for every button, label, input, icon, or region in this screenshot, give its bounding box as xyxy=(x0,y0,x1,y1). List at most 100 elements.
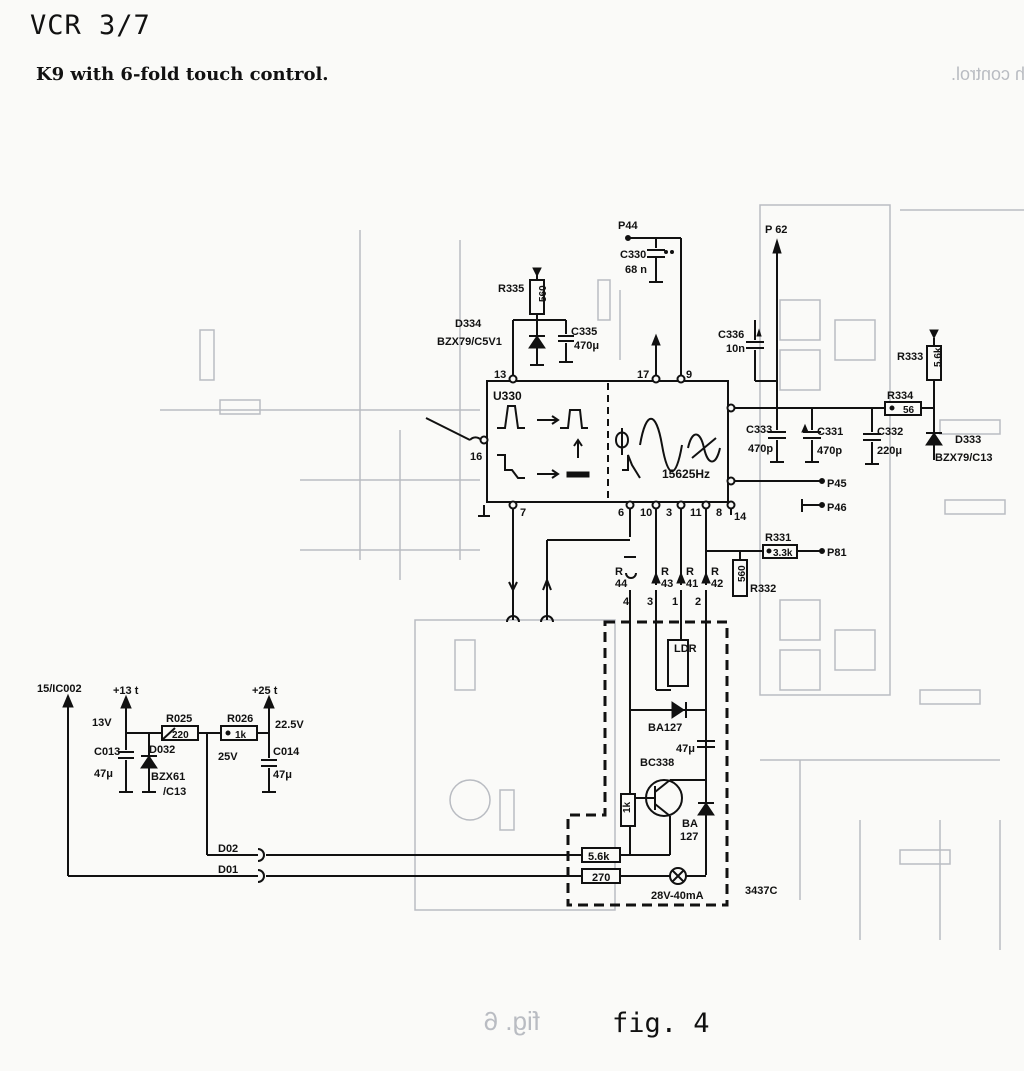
v25t-label: +25 t xyxy=(252,685,278,697)
c330-label: C330 xyxy=(620,249,646,261)
pin-6: 6 xyxy=(618,507,624,519)
c47-label: 47μ xyxy=(676,743,695,755)
c13-label: /C13 xyxy=(163,786,186,798)
ba127a-label: BA127 xyxy=(648,722,682,734)
r44-label: R xyxy=(615,566,623,578)
switch-4: 4 xyxy=(623,596,630,608)
r332-value: 560 xyxy=(737,565,748,582)
power-supply-network: 15/IC002 D01 +13 t 13V 220 R025 1k R026 … xyxy=(37,683,582,883)
pin-16: 16 xyxy=(470,451,482,463)
ldr-label: LDR xyxy=(674,643,697,655)
touch-board-3437c: LDR BA127 47μ BC338 BA 127 1k 5.6k 270 2… xyxy=(566,610,777,907)
c332-label: C332 xyxy=(877,426,903,438)
p62-c336-network: P 62 C336 10n xyxy=(718,224,787,408)
r334-value: 56 xyxy=(903,405,915,416)
p44-label: P44 xyxy=(618,220,638,232)
c336-value: 10n xyxy=(726,343,745,355)
c336-label: C336 xyxy=(718,329,744,341)
v225-label: 22.5V xyxy=(275,719,304,731)
mirror-text: h control. xyxy=(951,64,1024,84)
switch-3: 3 xyxy=(647,596,653,608)
ic-name: U330 xyxy=(493,389,522,403)
d333-type: BZX79/C13 xyxy=(935,452,992,464)
switch-2: 2 xyxy=(695,596,701,608)
mirror-figure: fig. 6 xyxy=(484,1006,540,1036)
p45-p46-p81-network: P45 P46 3.3k R331 P81 560 R332 xyxy=(706,478,847,597)
r026-label: R026 xyxy=(227,713,253,725)
r026-value: 1k xyxy=(235,730,247,741)
ic002-label: 15/IC002 xyxy=(37,683,82,695)
r335-value: 560 xyxy=(538,285,549,302)
r42-label: R xyxy=(711,566,719,578)
r025-label: R025 xyxy=(166,713,192,725)
pin-13: 13 xyxy=(494,369,506,381)
c331-value: 470p xyxy=(817,445,842,457)
c333-value: 470p xyxy=(748,443,773,455)
c335-label: C335 xyxy=(571,326,597,338)
ic-u330: U330 15625Hz 13 17 9 16 7 xyxy=(425,238,885,620)
c331-label: C331 xyxy=(817,426,843,438)
lamp-label: 28V-40mA xyxy=(651,890,704,902)
v13t-label: +13 t xyxy=(113,685,139,697)
r1k-label: 1k xyxy=(622,801,633,813)
c332-value: 220μ xyxy=(877,445,902,457)
r331-label: R331 xyxy=(765,532,791,544)
r332-label: R332 xyxy=(750,583,776,595)
pin-9: 9 xyxy=(686,369,692,381)
pin-17: 17 xyxy=(637,369,649,381)
r44-num: 44 xyxy=(615,578,628,590)
pin-10: 10 xyxy=(640,507,652,519)
r333-label: R333 xyxy=(897,351,923,363)
d01-label: D01 xyxy=(218,864,238,876)
r333-d333-network: 5.6k R333 D333 BZX79/C13 xyxy=(897,329,992,464)
d334-label: D334 xyxy=(455,318,482,330)
ba127b-label: BA xyxy=(682,818,698,830)
pin-14: 14 xyxy=(734,511,747,523)
pin-7: 7 xyxy=(520,507,526,519)
d334-type: BZX79/C5V1 xyxy=(437,336,502,348)
r334-label: R334 xyxy=(887,390,914,402)
p62-label: P 62 xyxy=(765,224,787,236)
v25-label: 25V xyxy=(218,751,238,763)
r41-label: R xyxy=(686,566,694,578)
r42-num: 42 xyxy=(711,578,723,590)
pin-3: 3 xyxy=(666,507,672,519)
r56k-label: 5.6k xyxy=(588,851,610,863)
d02-label: D02 xyxy=(218,843,238,855)
sine-symbol xyxy=(639,417,683,472)
c330-value: 68 n xyxy=(625,264,647,276)
p45-label: P45 xyxy=(827,478,847,490)
page-title: VCR 3/7 xyxy=(30,10,151,41)
switch-1: 1 xyxy=(672,596,678,608)
phi-symbol xyxy=(615,428,630,455)
filter-symbol xyxy=(687,433,721,463)
bc338-label: BC338 xyxy=(640,757,674,769)
ba127b-num: 127 xyxy=(680,831,698,843)
c013-label: C013 xyxy=(94,746,120,758)
part-number: 3437C xyxy=(745,885,777,897)
d032-label: D032 xyxy=(149,744,175,756)
c014-value: 47μ xyxy=(273,769,292,781)
r41-num: 41 xyxy=(686,578,698,590)
r331-value: 3.3k xyxy=(773,548,793,559)
touch-contacts: R 44 4 R 43 3 R 41 1 R 42 2 xyxy=(615,556,723,610)
p81-label: P81 xyxy=(827,547,847,559)
d333-label: D333 xyxy=(955,434,981,446)
r025-value: 220 xyxy=(172,730,189,741)
c333-c331-c332-network: C333 470p C331 470p C332 220μ 56 R334 xyxy=(746,390,934,465)
r335-label: R335 xyxy=(498,283,524,295)
r43-label: R xyxy=(661,566,669,578)
p44-c330-network: P44 C330 68 n xyxy=(618,220,681,346)
pin-8: 8 xyxy=(716,507,722,519)
page-subtitle: K9 with 6-fold touch control. xyxy=(36,64,329,85)
c013-value: 47μ xyxy=(94,768,113,780)
r335-d334-c335-network: 560 R335 D334 BZX79/C5V1 C335 470μ xyxy=(437,267,599,366)
r270-label: 270 xyxy=(592,872,610,884)
r333-value: 5.6k xyxy=(933,347,944,367)
v13-label: 13V xyxy=(92,717,112,729)
c333-label: C333 xyxy=(746,424,772,436)
c335-value: 470μ xyxy=(574,340,599,352)
c014-label: C014 xyxy=(273,746,300,758)
r43-num: 43 xyxy=(661,578,673,590)
